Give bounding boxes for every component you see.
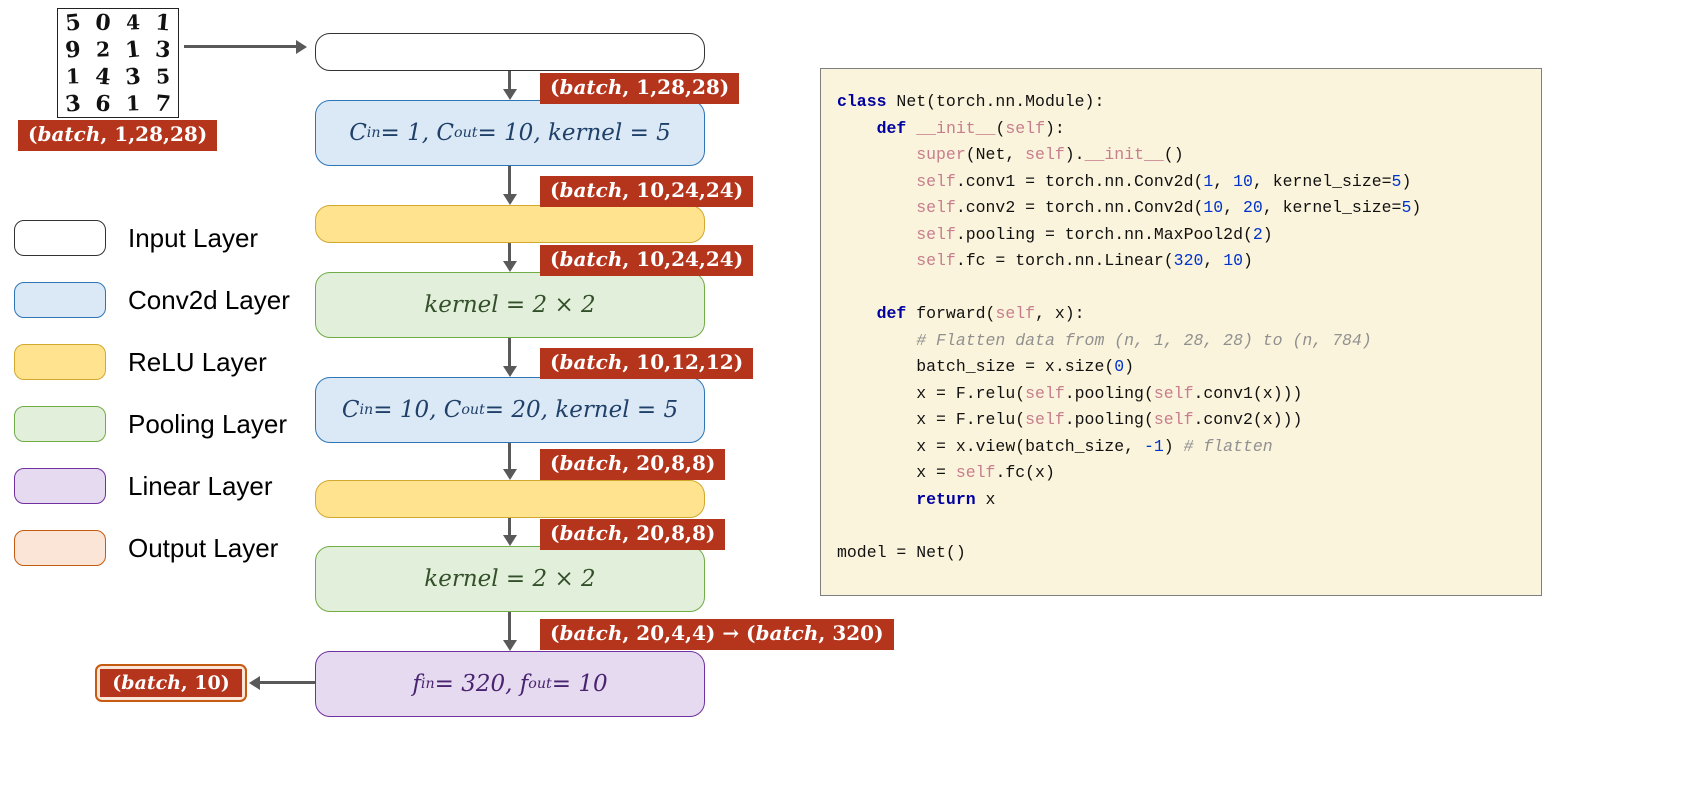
pool1-layer-box: kernel = 2 × 2 — [315, 272, 705, 338]
input-layer-box — [315, 33, 705, 71]
input-shape-badge: (batch, 1,28,28) — [18, 120, 218, 151]
arrow-down-6 — [508, 518, 511, 535]
legend-item-pool: Pooling Layer — [14, 406, 290, 442]
shape-badge-2: (batch, 10,24,24) — [540, 176, 754, 207]
code-line — [837, 275, 1527, 302]
digit-glyph: 1 — [124, 35, 142, 64]
digit-glyph: 3 — [154, 35, 172, 64]
shape-badge-5: (batch, 20,8,8) — [540, 449, 726, 480]
code-line: x = self.fc(x) — [837, 463, 1055, 482]
arrow-down-1 — [508, 71, 511, 89]
code-line: def forward(self, x): — [876, 304, 1085, 323]
shape-badge-1: (batch, 1,28,28) — [540, 73, 740, 104]
code-line: x = F.relu(self.pooling(self.conv1(x))) — [837, 383, 1303, 403]
legend-label: Output Layer — [128, 532, 279, 563]
code-line: self.conv2 = torch.nn.Conv2d(10, 20, ker… — [916, 198, 1422, 217]
legend-item-input: Input Layer — [14, 220, 290, 256]
legend-label: Pooling Layer — [128, 408, 287, 439]
shape-badge-6: (batch, 20,8,8) — [540, 519, 726, 550]
digit-glyph: 1 — [125, 91, 141, 116]
legend-swatch-output — [14, 530, 106, 566]
digit-glyph: 4 — [125, 10, 141, 35]
digit-glyph: 1 — [154, 8, 172, 37]
legend-swatch-input — [14, 220, 106, 256]
pytorch-code-panel: class Net(torch.nn.Module): def __init__… — [820, 68, 1542, 596]
code-line: self.fc = torch.nn.Linear(320, 10) — [916, 251, 1253, 270]
digit-glyph: 9 — [64, 35, 82, 64]
arrow-thumbnail-to-input — [184, 45, 296, 48]
arrow-down-2 — [508, 166, 511, 194]
shape-badge-3: (batch, 10,24,24) — [540, 245, 754, 276]
legend-label: Input Layer — [128, 222, 259, 253]
code-line: self.conv1 = torch.nn.Conv2d(1, 10, kern… — [916, 171, 1412, 191]
digit-glyph: 1 — [65, 64, 81, 89]
arrow-down-7 — [508, 612, 511, 640]
legend-item-output: Output Layer — [14, 530, 290, 566]
digit-glyph: 5 — [64, 8, 82, 37]
code-line: x = F.relu(self.pooling(self.conv2(x))) — [837, 410, 1303, 429]
legend-label: Linear Layer — [128, 470, 273, 501]
legend-swatch-pool — [14, 406, 106, 442]
code-line — [837, 513, 1527, 540]
legend-item-relu: ReLU Layer — [14, 344, 290, 380]
pool2-layer-box: kernel = 2 × 2 — [315, 546, 705, 612]
code-line: super(Net, self).__init__() — [916, 145, 1184, 164]
arrow-down-3 — [508, 243, 511, 261]
output-shape-badge: (batch, 10) — [100, 669, 242, 697]
digit-glyph: 7 — [154, 89, 172, 118]
legend-item-linear: Linear Layer — [14, 468, 290, 504]
relu2-layer-box — [315, 480, 705, 518]
arrow-down-5 — [508, 443, 511, 469]
code-line: self.pooling = torch.nn.MaxPool2d(2) — [916, 224, 1273, 244]
digit-glyph: 2 — [95, 37, 111, 62]
code-line: return x — [916, 489, 996, 509]
digit-glyph: 3 — [64, 89, 82, 118]
digit-glyph: 0 — [94, 8, 112, 37]
code-line: def __init__(self): — [876, 118, 1065, 138]
digit-glyph: 6 — [94, 89, 112, 118]
code-line: # Flatten data from (n, 1, 28, 28) to (n… — [916, 330, 1372, 350]
legend-swatch-relu — [14, 344, 106, 380]
legend-swatch-conv — [14, 282, 106, 318]
digit-glyph: 5 — [155, 64, 171, 89]
code-line: model = Net() — [837, 542, 966, 562]
digit-glyph: 4 — [94, 62, 112, 91]
digit-glyph: 3 — [124, 62, 142, 91]
legend-item-conv: Conv2d Layer — [14, 282, 290, 318]
arrow-linear-to-output — [260, 681, 315, 684]
output-layer-box: (batch, 10) — [95, 664, 247, 702]
legend-label: Conv2d Layer — [128, 284, 290, 315]
code-line: class Net(torch.nn.Module): — [837, 92, 1105, 111]
legend-swatch-linear — [14, 468, 106, 504]
code-content: class Net(torch.nn.Module): def __init__… — [837, 89, 1527, 566]
shape-badge-7: (batch, 20,4,4) → (batch, 320) — [540, 619, 894, 650]
arrow-down-4 — [508, 338, 511, 366]
code-line: batch_size = x.size(0) — [837, 357, 1135, 376]
code-line: x = x.view(batch_size, -1) # flatten — [837, 436, 1273, 456]
relu1-layer-box — [315, 205, 705, 243]
legend-label: ReLU Layer — [128, 346, 267, 377]
shape-badge-4: (batch, 10,12,12) — [540, 348, 754, 379]
